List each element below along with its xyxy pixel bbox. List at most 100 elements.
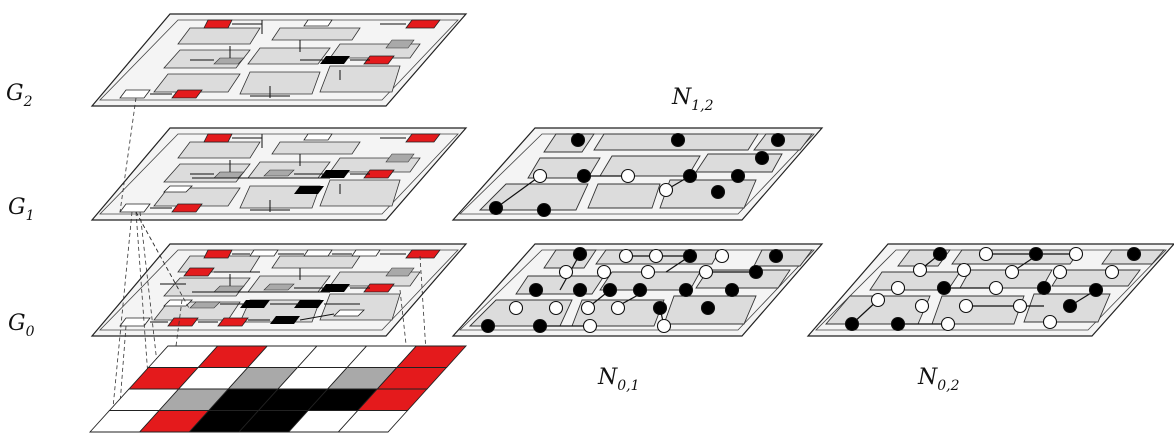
white-node [558,264,574,280]
white-node [249,249,279,257]
red-node [405,133,441,143]
black-node [670,132,686,148]
white-node [1104,264,1120,280]
black-node [936,280,952,296]
black-node [678,282,694,298]
white-node [714,248,730,264]
black-node [294,300,324,308]
gray-node [385,153,415,163]
label-g1: G1 [8,195,35,224]
white-node [1052,264,1068,280]
gray-node [189,301,221,309]
white-node [1042,314,1058,330]
black-node [724,282,740,298]
black-node [890,316,906,332]
black-node [532,318,548,334]
label-g0: G0 [8,311,35,340]
black-node [320,284,350,292]
black-node [572,282,588,298]
edges [150,20,406,98]
edges [150,253,406,323]
black-node [320,170,350,178]
plate-g0 [90,243,468,337]
black-node [1062,298,1078,314]
plate-g2 [90,13,468,107]
gray-node [263,169,295,177]
projection-lines [111,97,427,419]
black-node [1126,246,1142,262]
white-node [303,249,333,257]
black-node [682,248,698,264]
black-node [1036,280,1052,296]
white-node [658,182,674,198]
black-node [682,168,698,184]
red-node [363,169,395,179]
black-node [730,168,746,184]
plate-g1 [90,127,468,221]
black-node [576,168,592,184]
label-n01: N0,1 [597,365,640,394]
plate-inner-border [99,19,459,101]
red-node [405,19,441,29]
white-node [119,203,151,213]
red-node [363,55,395,65]
red-node [167,317,199,327]
white-node [333,309,365,317]
nodes [488,132,786,218]
white-node [163,185,193,193]
white-node [508,300,524,316]
plate-n12 [451,127,824,221]
white-node [698,264,714,280]
gray-node [213,57,245,65]
black-node [488,200,504,216]
red-node [171,203,203,213]
white-node [351,249,381,257]
black-node [602,282,618,298]
white-node [580,300,596,316]
white-node [610,300,626,316]
red-node [405,249,441,259]
red-node [217,317,249,327]
black-node [932,246,948,262]
black-node [270,316,300,324]
white-node [618,248,634,264]
white-node [596,264,612,280]
white-node [870,292,886,308]
white-node [914,298,930,314]
black-node [480,318,496,334]
black-node [536,202,552,218]
base-grid [88,345,468,433]
red-node [171,89,203,99]
gray-node [385,39,415,49]
grid-cell-white [337,410,409,433]
white-node [303,133,333,141]
red-node [183,267,215,277]
black-node [768,248,784,264]
black-node [770,132,786,148]
label-n02: N0,2 [917,365,960,394]
white-node [958,298,974,314]
white-node [940,316,956,332]
white-node [119,89,151,99]
black-node [1088,282,1104,298]
white-node [1004,264,1020,280]
gray-node [385,267,415,277]
black-node [240,300,270,308]
black-node [652,300,668,316]
plate-n02 [806,243,1174,337]
black-node [710,184,726,200]
black-node [632,282,648,298]
red-node [203,249,233,259]
white-node [890,280,906,296]
white-node [1012,298,1028,314]
white-node [912,262,928,278]
edges [150,134,406,212]
plate-n01 [451,243,824,337]
plate-inner-border [99,133,459,215]
nodes [480,246,784,334]
gray-node [263,283,295,291]
label-n12: N1,2 [671,85,714,114]
red-node [363,283,395,293]
